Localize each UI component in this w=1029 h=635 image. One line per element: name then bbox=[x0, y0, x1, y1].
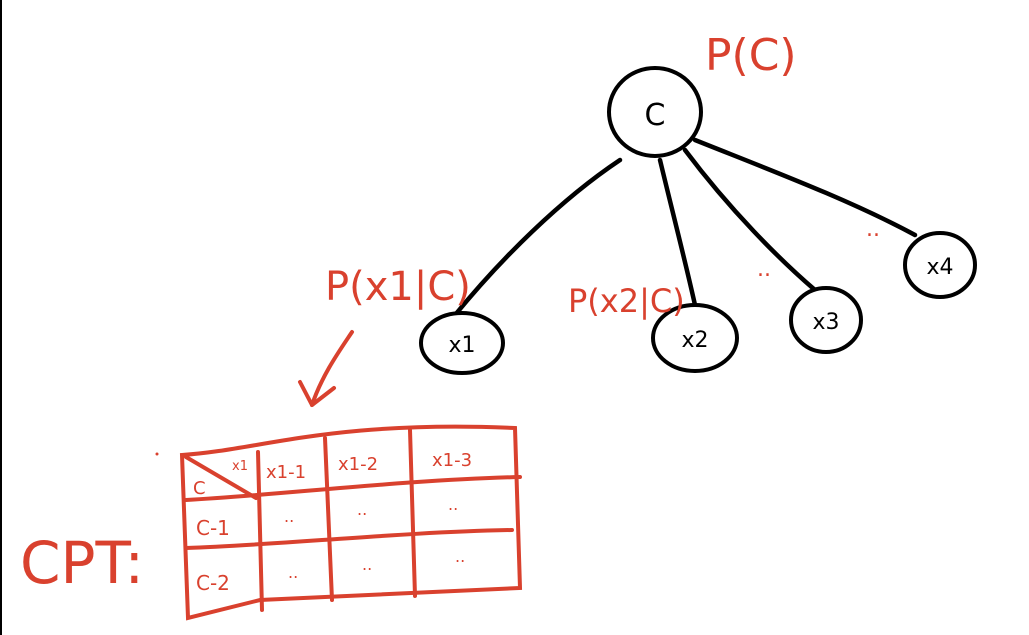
node-x1-label: x1 bbox=[448, 333, 475, 358]
cpt-corner-diagonal bbox=[184, 455, 258, 500]
cpt-row-header-1: C-1 bbox=[196, 516, 230, 540]
prob-c-label: P(C) bbox=[705, 30, 797, 81]
node-x3: x3 bbox=[789, 286, 863, 354]
node-x4-label: x4 bbox=[926, 255, 953, 280]
edge-c-x2 bbox=[657, 157, 698, 308]
prob-x2-given-c: P(x2|C) bbox=[568, 282, 685, 320]
node-x4: x4 bbox=[903, 231, 977, 299]
cpt-frame bbox=[179, 424, 523, 621]
cpt-text: C x1 x1-1 x1-2 x1-3 C-1 C-2 .. .. .. .. … bbox=[193, 450, 472, 595]
cpt-col-header-3: x1-3 bbox=[432, 450, 472, 471]
node-x4-circle bbox=[903, 231, 977, 299]
arrow-to-cpt bbox=[298, 330, 354, 407]
node-c-label: C bbox=[645, 98, 666, 133]
cpt-hline-2 bbox=[184, 528, 514, 550]
ellipsis-x4: .. bbox=[866, 217, 880, 242]
cpt-col-header-1: x1-1 bbox=[266, 462, 306, 483]
cpt-cell-1-1: .. bbox=[284, 507, 294, 526]
node-x1-circle bbox=[419, 311, 505, 375]
cpt-cell-1-3: .. bbox=[448, 495, 458, 514]
node-x1: x1 bbox=[419, 311, 505, 375]
cpt-vline-1 bbox=[256, 450, 264, 612]
cpt-corner-row: C bbox=[193, 478, 206, 499]
cpt-vline-3 bbox=[408, 428, 417, 598]
edge-c-x1 bbox=[452, 157, 623, 318]
node-x2-label: x2 bbox=[681, 328, 708, 353]
ellipsis-x3: .. bbox=[757, 257, 771, 282]
stray-dot bbox=[155, 452, 159, 456]
node-x2-circle bbox=[651, 303, 739, 373]
arrow-shaft bbox=[310, 330, 354, 407]
cpt-cell-1-2: .. bbox=[357, 500, 367, 519]
cpt-vline-2 bbox=[323, 436, 334, 602]
arrow-head-icon bbox=[298, 380, 336, 407]
node-c: C bbox=[607, 66, 703, 158]
node-x3-label: x3 bbox=[812, 310, 839, 335]
cpt-label: CPT: bbox=[20, 529, 144, 597]
prob-x1-given-c: P(x1|C) bbox=[325, 264, 471, 310]
cpt-col-header-2: x1-2 bbox=[338, 454, 378, 475]
node-c-circle bbox=[607, 66, 703, 158]
cpt-row-header-2: C-2 bbox=[196, 571, 230, 595]
node-x2: x2 bbox=[651, 303, 739, 373]
cpt-cell-2-3: .. bbox=[455, 547, 465, 566]
cpt-table bbox=[179, 424, 523, 621]
cpt-cell-2-1: .. bbox=[288, 563, 298, 582]
cpt-hline-1 bbox=[184, 475, 522, 502]
node-x3-circle bbox=[789, 286, 863, 354]
edges bbox=[452, 137, 918, 318]
edge-c-x4 bbox=[692, 137, 918, 238]
cpt-cell-2-2: .. bbox=[362, 555, 372, 574]
cpt-corner-col: x1 bbox=[232, 459, 248, 474]
edge-c-x3 bbox=[682, 147, 818, 293]
